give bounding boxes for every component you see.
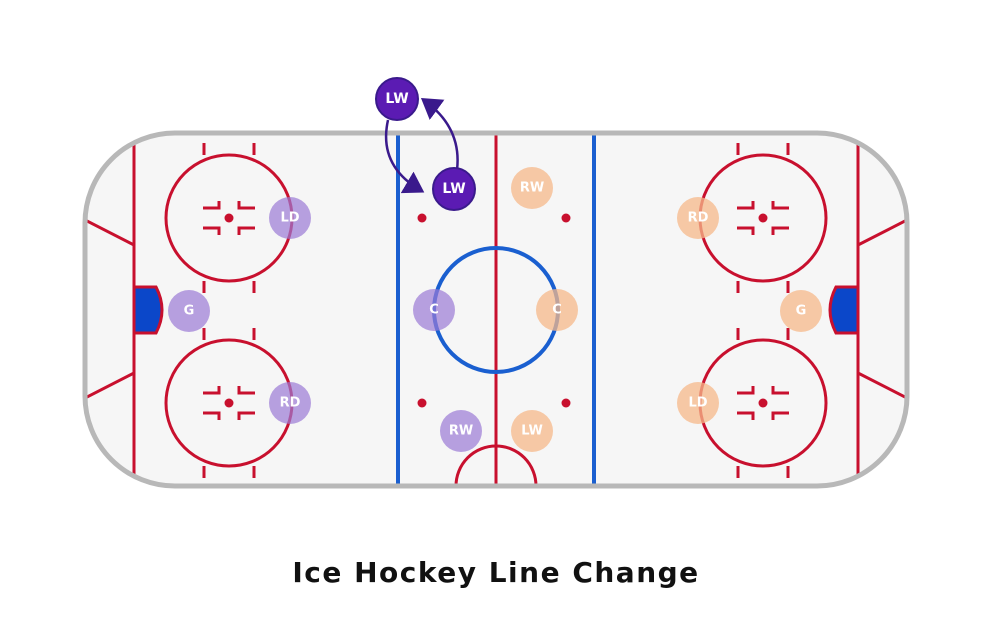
player-purple-c: C [413, 289, 455, 331]
player-orange-ld: LD [677, 382, 719, 424]
right-goal-crease [828, 285, 860, 335]
player-purple-lw-bench: LW [375, 77, 419, 121]
player-orange-lw: LW [511, 410, 553, 452]
player-orange-goalie: G [780, 290, 822, 332]
player-orange-c: C [536, 289, 578, 331]
player-purple-lw-ice: LW [432, 167, 476, 211]
player-purple-rd: RD [269, 382, 311, 424]
svg-text:RD: RD [280, 396, 301, 411]
svg-text:RW: RW [520, 181, 544, 196]
player-purple-ld: LD [269, 197, 311, 239]
player-orange-rw: RW [511, 167, 553, 209]
svg-text:C: C [429, 303, 439, 318]
svg-text:LD: LD [688, 396, 707, 411]
player-purple-goalie: G [168, 290, 210, 332]
player-orange-rd: RD [677, 197, 719, 239]
referee-crease [454, 444, 538, 486]
svg-text:C: C [552, 303, 562, 318]
svg-text:LW: LW [521, 424, 543, 439]
svg-text:G: G [796, 304, 807, 319]
svg-text:RW: RW [449, 424, 473, 439]
svg-text:RD: RD [688, 211, 709, 226]
line-change-arrow-to-ice [384, 119, 425, 194]
diagram-title: Ice Hockey Line Change [292, 556, 700, 589]
svg-text:LD: LD [280, 211, 299, 226]
rink-boards [82, 130, 910, 489]
player-purple-rw: RW [440, 410, 482, 452]
svg-text:LW: LW [385, 91, 408, 107]
svg-text:G: G [184, 304, 195, 319]
svg-text:LW: LW [442, 181, 465, 197]
line-change-arrow-to-bench [420, 98, 459, 171]
left-goal-crease [132, 285, 164, 335]
